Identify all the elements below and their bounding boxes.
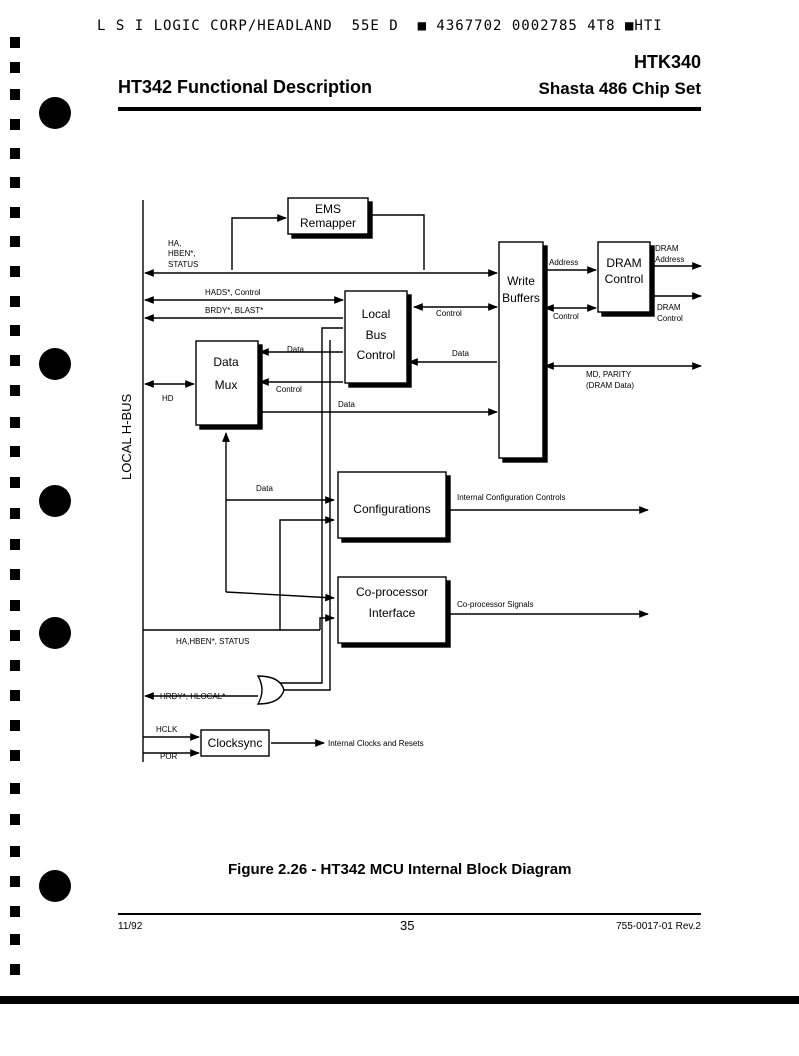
signal-data-out: Data (338, 400, 355, 409)
punch-square (10, 119, 20, 130)
punch-square (10, 89, 20, 100)
punch-square (10, 814, 20, 825)
config-label: Configurations (353, 502, 430, 516)
signal-dram-control-2: Control (657, 314, 683, 323)
coproc-label-2: Interface (369, 606, 416, 620)
signal-data-wb: Data (452, 349, 469, 358)
product-code: HTK340 (633, 52, 701, 72)
punch-square (10, 177, 20, 188)
page-number: 35 (400, 918, 415, 933)
punch-square (10, 148, 20, 159)
punch-square (10, 62, 20, 73)
signal-hads: HADS*, Control (205, 288, 261, 297)
scan-header-line: L S I LOGIC CORP/HEADLAND 55E D ■ 436770… (97, 18, 663, 34)
scan-edge-bar (0, 996, 799, 1004)
punch-square (10, 236, 20, 247)
signal-hclk: HCLK (156, 725, 178, 734)
signal-dram-address-1: DRAM (655, 244, 679, 253)
signal-dram-data: (DRAM Data) (586, 381, 634, 390)
punch-square (10, 266, 20, 277)
signal-control-mux: Control (276, 385, 302, 394)
data-mux-label-2: Mux (215, 378, 238, 392)
signal-por: POR (160, 752, 178, 761)
header-rule (118, 107, 701, 111)
local-bus-label-2: Bus (366, 328, 387, 342)
punch-square (10, 385, 20, 396)
signal-internal-clocks: Internal Clocks and Resets (328, 739, 424, 748)
data-mux-label-1: Data (213, 355, 239, 369)
punch-square (10, 750, 20, 761)
punch-square (10, 906, 20, 917)
punch-square (10, 355, 20, 366)
punch-square (10, 508, 20, 519)
doc-number: 755-0017-01 Rev.2 (616, 921, 701, 932)
section-title: HT342 Functional Description (118, 77, 373, 97)
ems-label-1: EMS (315, 202, 341, 216)
punch-hole (39, 870, 71, 902)
signal-dram-address-2: Address (655, 255, 684, 264)
punch-square (10, 446, 20, 457)
footer-rule (118, 913, 701, 915)
dram-label-1: DRAM (606, 256, 641, 270)
signal-ha: HA, (168, 239, 181, 248)
signal-status: STATUS (168, 260, 198, 269)
signal-control-lbc: Control (436, 309, 462, 318)
punch-hole (39, 97, 71, 129)
punch-hole (39, 617, 71, 649)
signal-control-dram: Control (553, 312, 579, 321)
ems-label-2: Remapper (300, 216, 356, 230)
local-bus-label-3: Control (357, 348, 396, 362)
punch-square (10, 934, 20, 945)
punch-square (10, 876, 20, 887)
punch-square (10, 207, 20, 218)
punch-square (10, 296, 20, 307)
signal-internal-config: Internal Configuration Controls (457, 493, 566, 502)
punch-hole (39, 485, 71, 517)
punch-square (10, 720, 20, 731)
punch-square (10, 600, 20, 611)
signal-dram-control-1: DRAM (657, 303, 681, 312)
punch-square (10, 539, 20, 550)
write-buffers-label-2: Buffers (502, 291, 540, 305)
punch-square (10, 783, 20, 794)
local-bus-label-1: Local (362, 307, 391, 321)
punch-square (10, 846, 20, 857)
figure-caption: Figure 2.26 - HT342 MCU Internal Block D… (228, 861, 572, 878)
dram-label-2: Control (605, 272, 644, 286)
signal-address: Address (549, 258, 578, 267)
punch-square (10, 630, 20, 641)
signal-coproc: Co-processor Signals (457, 600, 533, 609)
signal-data-mux: Data (287, 345, 304, 354)
punch-square (10, 37, 20, 48)
punch-square (10, 477, 20, 488)
punch-square (10, 964, 20, 975)
punch-square (10, 417, 20, 428)
signal-hrdy-hlocal: HRDY*, HLOCAL* (160, 692, 225, 701)
punch-square (10, 690, 20, 701)
chipset-title: Shasta 486 Chip Set (538, 79, 701, 98)
signal-data-config: Data (256, 484, 273, 493)
punch-hole (39, 348, 71, 380)
local-h-bus-label: LOCAL H-BUS (119, 393, 134, 480)
footer-date: 11/92 (118, 921, 143, 932)
signal-brdy: BRDY*, BLAST* (205, 306, 263, 315)
coproc-label-1: Co-processor (356, 585, 428, 599)
signal-ha-hben-status: HA,HBEN*, STATUS (176, 637, 250, 646)
write-buffers-label-1: Write (507, 274, 535, 288)
punch-square (10, 325, 20, 336)
punch-square (10, 660, 20, 671)
punch-square (10, 569, 20, 580)
signal-hd: HD (162, 394, 174, 403)
signal-hben: HBEN*, (168, 249, 196, 258)
clocksync-label: Clocksync (208, 736, 263, 750)
signal-md-parity: MD, PARITY (586, 370, 632, 379)
